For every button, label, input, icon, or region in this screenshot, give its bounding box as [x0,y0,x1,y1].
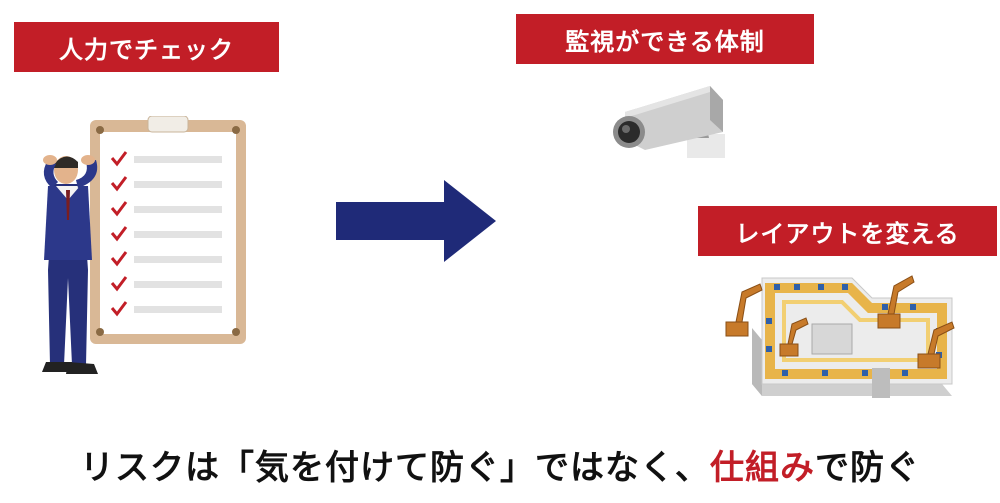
arrow-right-icon [336,180,496,262]
checklist-line [134,231,222,238]
clipboard-icon [90,116,246,344]
check-mark-icon [110,276,128,292]
checklist-line [134,281,222,288]
caption-after: で防ぐ [815,448,920,488]
check-mark-icon [110,151,128,167]
caption-highlight: 仕組み [710,448,815,488]
checklist-line [134,256,222,263]
check-mark-icon [110,201,128,217]
monitoring-label: 監視ができる体制 [516,14,814,64]
caption: リスクは「気を付けて防ぐ」ではなく、仕組みで防ぐ [0,440,1000,489]
worried-man-icon [42,155,98,374]
check-mark-icon [110,251,128,267]
checklist-line [134,306,222,313]
caption-before: リスクは「気を付けて防ぐ」ではなく、 [80,448,710,488]
check-mark-icon [110,176,128,192]
security-camera-icon [613,86,725,158]
manual-check-label: 人力でチェック [14,22,279,72]
layout-change-label: レイアウトを変える [698,206,997,256]
check-mark-icon [110,226,128,242]
factory-conveyor-icon [725,275,955,398]
check-mark-icon [110,301,128,317]
checklist-line [134,156,222,163]
checklist-line [134,206,222,213]
checklist-line [134,181,222,188]
